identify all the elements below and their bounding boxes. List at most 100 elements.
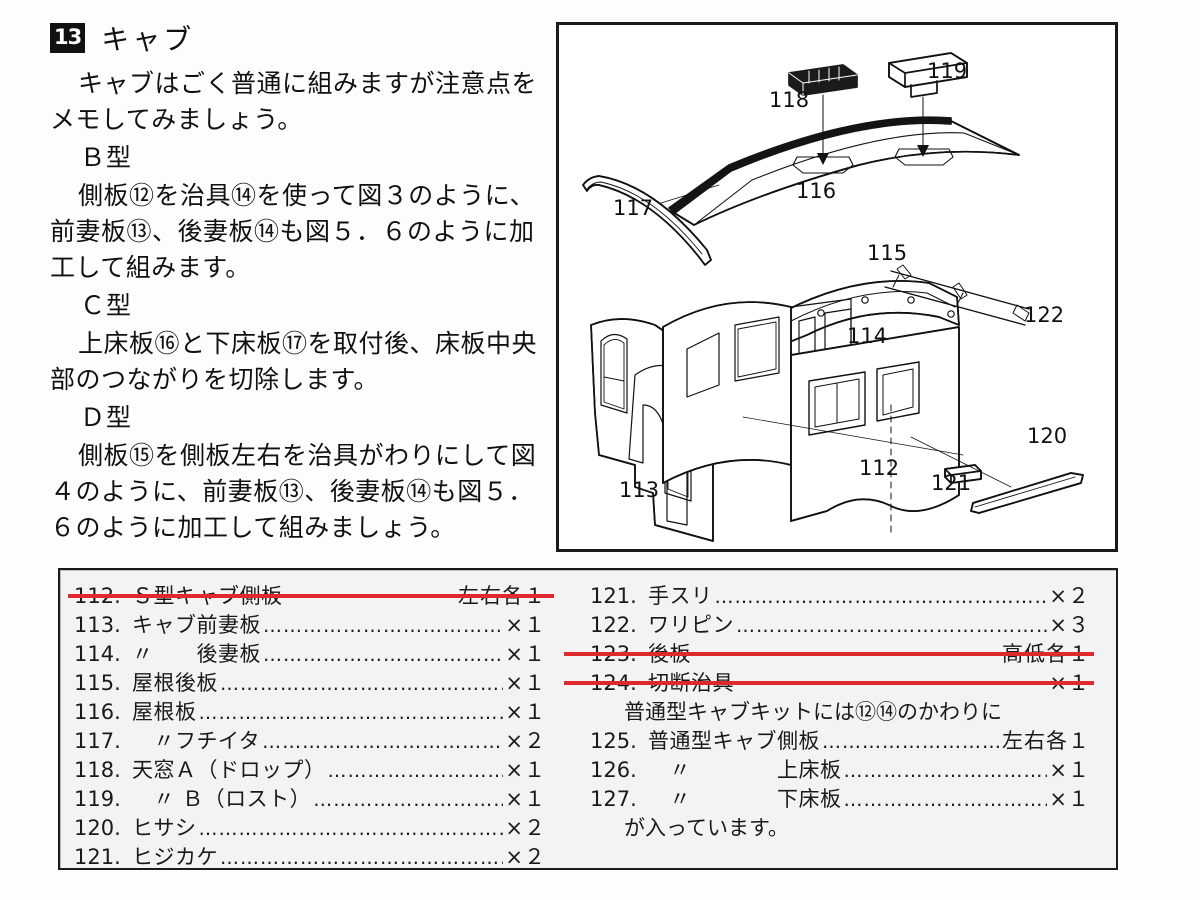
roof-vent-b-part-119: [888, 52, 968, 98]
parts-list-row: 117. 〃フチイタ…………………………………………………………………………………: [74, 727, 546, 756]
roof-edge-strip-part-117: [582, 175, 712, 266]
part-number: 122.: [590, 613, 637, 637]
part-name: 〃 下床板: [648, 787, 842, 811]
part-quantity: ×２: [505, 816, 546, 840]
parts-list-row: 120. ヒサシ…………………………………………………………………………………………: [74, 814, 546, 843]
part-number: 117.: [74, 729, 121, 753]
leader-dots: …………………………………………………………………………………………………………: [327, 760, 504, 782]
part-number: 125.: [590, 729, 637, 753]
instruction-paragraph: キャブはごく普通に組みますが注意点をメモしてみましょう。: [50, 69, 538, 134]
parts-list-row: 127. 〃 下床板…………………………………………………………………………………: [590, 785, 1090, 814]
parts-list-row: 123.後板……………………………………………………………………………………………: [564, 640, 1094, 669]
part-quantity: ×２: [1049, 584, 1090, 608]
roof-vent-a-part-118: [788, 64, 858, 96]
instruction-subheading: Ｂ型: [80, 143, 133, 172]
part-quantity: 左右各１: [458, 584, 546, 608]
leader-dots: …………………………………………………………………………………………………………: [714, 586, 1048, 608]
section-number-badge: 13: [50, 23, 86, 53]
instruction-paragraph: 側板⑫を治具⑭を使って図３のように、前妻板⑬、後妻板⑭も図５．６のように加工して…: [50, 181, 536, 282]
part-name: 〃 後妻板: [132, 642, 261, 666]
part-name: 切断治具: [648, 671, 734, 695]
leader-dots: …………………………………………………………………………………………………………: [843, 789, 1048, 811]
part-name: 屋根板: [132, 700, 197, 724]
side-plate-part-112: [742, 326, 964, 522]
part-number: 120.: [74, 816, 121, 840]
parts-list-row: 118.天窓Ａ（ドロップ）…………………………………………………………………………: [74, 756, 546, 785]
parts-list-row: 113.キャブ前妻板…………………………………………………………………………………: [74, 611, 546, 640]
part-number: 113.: [74, 613, 121, 637]
leader-dots: …………………………………………………………………………………………………………: [263, 615, 503, 637]
part-number: 119.: [74, 787, 121, 811]
instruction-paragraph: 側板⑮を側板左右を治具がわりにして図４のように、前妻板⑬、後妻板⑭も図５．６のよ…: [50, 441, 537, 542]
part-quantity: ×１: [505, 613, 546, 637]
part-name: 天窓Ａ（ドロップ）: [132, 758, 326, 782]
part-number: 114.: [74, 642, 121, 666]
instruction-paragraph: 上床板⑯と下床板⑰を取付後、床板中央部のつながりを切除します。: [50, 329, 538, 394]
diagram-label-113: 113: [619, 478, 659, 502]
visor-bar-part-120: [970, 472, 1084, 514]
section-title: キャブ: [101, 23, 195, 56]
instruction-subheading: Ｄ型: [80, 403, 133, 432]
leader-dots: …………………………………………………………………………………………………………: [313, 789, 504, 811]
part-name: 屋根後板: [132, 671, 218, 695]
part-name: ヒジカケ: [132, 845, 218, 869]
part-name: 〃フチイタ: [132, 729, 261, 753]
part-quantity: ×１: [1049, 671, 1090, 695]
parts-list-row: 126. 〃 上床板…………………………………………………………………………………: [590, 756, 1090, 785]
part-number: 123.: [590, 642, 637, 666]
roof-plate-part-116: [668, 116, 1020, 226]
part-quantity: ×１: [1049, 787, 1090, 811]
instruction-text-column: 13 キャブ キャブはごく普通に組みますが注意点をメモしてみましょう。 Ｂ型側板⑫…: [50, 18, 540, 548]
leader-dots: …………………………………………………………………………………………………………: [220, 847, 503, 869]
leader-dots: …………………………………………………………………………………………………………: [262, 731, 503, 753]
part-number: 115.: [74, 671, 121, 695]
part-name: ヒサシ: [132, 816, 197, 840]
parts-list-left-column: 112.Ｓ型キャブ側板………………………………………………………………………………: [68, 582, 554, 869]
part-number: 116.: [74, 700, 121, 724]
part-number: 121.: [590, 584, 637, 608]
leader-dots: …………………………………………………………………………………………………………: [843, 760, 1048, 782]
part-name: 後板: [648, 642, 691, 666]
diagram-label-122: 122: [1024, 303, 1064, 327]
leader-dots: …………………………………………………………………………………………………………: [822, 731, 1000, 753]
part-number: 126.: [590, 758, 637, 782]
part-quantity: ×１: [505, 787, 546, 811]
section-heading: 13 キャブ: [50, 18, 540, 58]
parts-list-row: 122. ワリピン………………………………………………………………………………………: [590, 611, 1090, 640]
part-quantity: ×２: [505, 845, 546, 869]
parts-list-row: 119. 〃 Ｂ（ロスト）…………………………………………………………………………: [74, 785, 546, 814]
part-quantity: ×１: [505, 642, 546, 666]
instruction-subheading: Ｃ型: [80, 291, 133, 320]
part-quantity: ×１: [505, 758, 546, 782]
parts-list-box: 112.Ｓ型キャブ側板………………………………………………………………………………: [58, 568, 1118, 870]
diagram-label-120: 120: [1027, 424, 1067, 448]
diagram-label-121: 121: [931, 471, 971, 495]
diagram-label-115: 115: [867, 241, 907, 265]
parts-list-note: 普通型キャブキットには⑫⑭のかわりに: [624, 700, 1002, 724]
instruction-paragraph-list: キャブはごく普通に組みますが注意点をメモしてみましょう。 Ｂ型側板⑫を治具⑭を使っ…: [50, 66, 540, 546]
parts-list-row: 121.手スリ…………………………………………………………………………………………: [590, 582, 1090, 611]
part-quantity: 高低各１: [1002, 642, 1090, 666]
part-number: 112.: [74, 584, 121, 608]
part-quantity: ×３: [1049, 613, 1090, 637]
part-quantity: 左右各１: [1002, 729, 1090, 753]
part-name: 普通型キャブ側板: [648, 729, 820, 753]
parts-list-row: 121.ヒジカケ………………………………………………………………………………………: [74, 843, 546, 872]
leader-dots: …………………………………………………………………………………………………………: [198, 818, 504, 840]
part-number: 127.: [590, 787, 637, 811]
parts-list-row: 125. 普通型キャブ側板……………………………………………………………………………: [590, 727, 1090, 756]
part-name: ワリピン: [648, 613, 734, 637]
elbow-rest-part-121: [944, 464, 982, 484]
leader-dots: …………………………………………………………………………………………………………: [736, 615, 1047, 637]
parts-list-row: 124.切断治具………………………………………………………………………………………: [564, 669, 1094, 698]
part-name: 〃 上床板: [648, 758, 842, 782]
diagram-label-114: 114: [847, 324, 887, 348]
leader-dots: …………………………………………………………………………………………………………: [220, 673, 503, 695]
part-number: 124.: [590, 671, 637, 695]
leader-dots: …………………………………………………………………………………………………………: [198, 702, 504, 724]
roof-rear-plate-part-115: [784, 280, 960, 344]
